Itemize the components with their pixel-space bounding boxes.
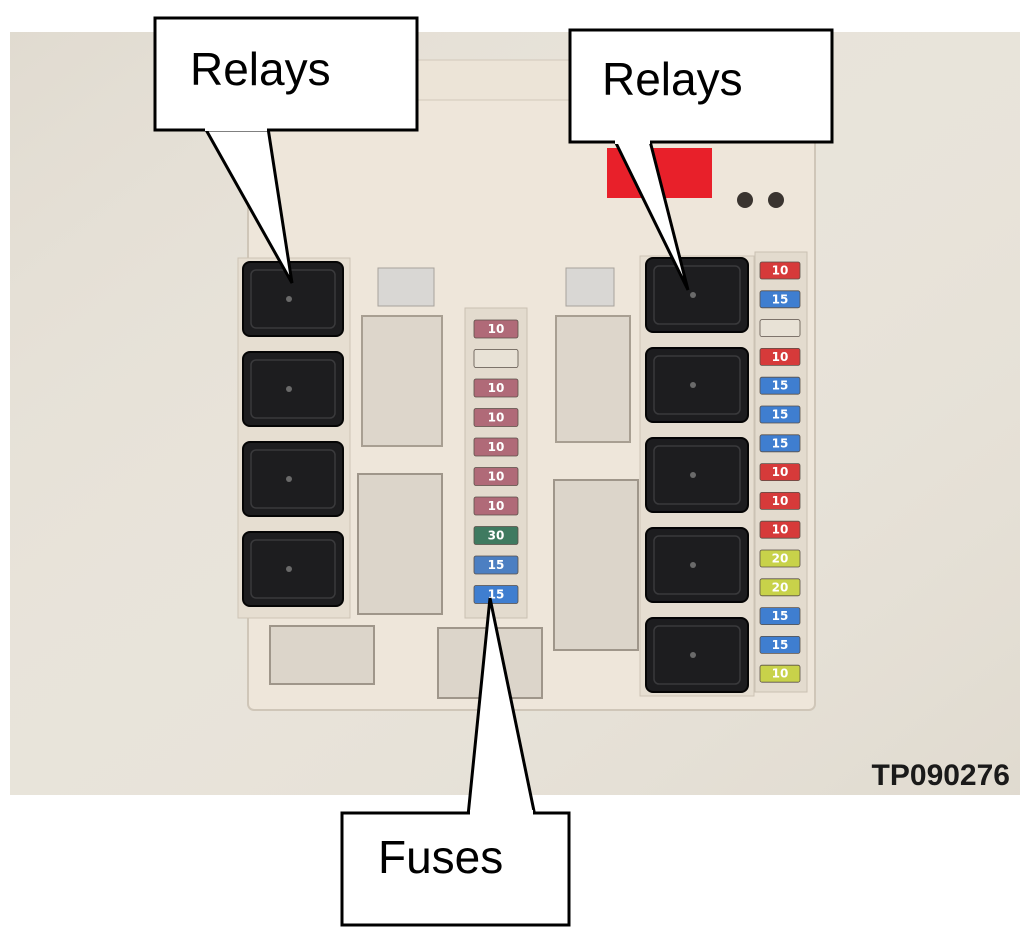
relay <box>242 261 344 337</box>
fuse-rating: 10 <box>772 494 789 508</box>
relay <box>645 617 749 693</box>
relay <box>645 527 749 603</box>
connector-socket <box>553 479 639 651</box>
fuse-rating: 20 <box>772 580 789 594</box>
relay <box>645 347 749 423</box>
fuse: 10 <box>759 664 801 683</box>
callout-relays-right: Relays <box>568 28 834 291</box>
fuse-rating: 15 <box>772 292 789 306</box>
fuse: 15 <box>759 607 801 625</box>
callout-box <box>340 811 571 927</box>
relay <box>242 441 344 517</box>
connector-socket <box>357 473 443 615</box>
fuse-rating: 10 <box>488 470 505 484</box>
callout-box <box>153 16 419 132</box>
connector-socket <box>555 315 631 443</box>
fuse: 10 <box>473 408 519 427</box>
fuse: 15 <box>473 555 519 575</box>
fuse-rating: 15 <box>488 558 505 572</box>
fuse-rating: 10 <box>488 440 505 454</box>
fuse: 15 <box>759 290 801 309</box>
fuse: 15 <box>759 434 801 453</box>
fuse-rating: 15 <box>772 436 789 450</box>
fuse-rating: 10 <box>488 381 505 395</box>
fuse: 10 <box>473 496 519 516</box>
fuse: 15 <box>759 636 801 654</box>
fuse-rating: 10 <box>772 523 789 537</box>
fuse: 10 <box>759 491 801 510</box>
fuse-rating: 10 <box>772 465 789 479</box>
screw-hole <box>737 192 753 208</box>
connector <box>565 267 615 307</box>
fuse-rating: 15 <box>772 379 789 393</box>
connector-socket <box>269 625 375 685</box>
fuse-rating: 10 <box>488 322 505 336</box>
fuse-rating: 15 <box>772 408 789 422</box>
fuse: 10 <box>473 437 519 457</box>
fuse-rating: 15 <box>488 588 505 602</box>
fuse <box>473 349 519 368</box>
relay <box>645 437 749 513</box>
callout-label: Relays <box>190 43 331 95</box>
fuse: 20 <box>759 549 801 568</box>
connector <box>377 267 435 307</box>
fuse: 15 <box>759 376 801 395</box>
fuse: 15 <box>473 585 519 604</box>
screw-hole <box>768 192 784 208</box>
fuse-rating: 15 <box>772 638 789 652</box>
fuse: 10 <box>473 467 519 486</box>
callout-label: Fuses <box>378 831 503 883</box>
fuse-rating: 10 <box>772 264 789 278</box>
fuse <box>759 319 801 338</box>
fuse: 10 <box>759 463 801 482</box>
fuse: 10 <box>473 378 519 398</box>
fuse-rating: 10 <box>488 411 505 425</box>
fuse-rating: 15 <box>772 609 789 623</box>
fuse-rating: 20 <box>772 552 789 566</box>
fuse: 30 <box>473 526 519 545</box>
fuse: 10 <box>759 261 801 280</box>
fuse: 10 <box>759 520 801 539</box>
connector-socket <box>361 315 443 447</box>
relay <box>242 531 344 607</box>
relay <box>645 257 749 333</box>
fuse-rating: 10 <box>772 350 789 364</box>
fuse-rating: 10 <box>772 667 789 681</box>
callout-fuses: Fuses <box>340 597 571 927</box>
fuse: 20 <box>759 578 801 597</box>
callout-label: Relays <box>602 53 743 105</box>
callout-box <box>568 28 834 144</box>
fuse-rating: 30 <box>488 529 505 543</box>
fuse: 10 <box>759 347 801 366</box>
fuse: 15 <box>759 405 801 424</box>
figure-id: TP090276 <box>872 759 1010 792</box>
callout-relays-left: Relays <box>153 16 419 284</box>
fuse: 10 <box>473 319 519 339</box>
fuse-rating: 10 <box>488 499 505 513</box>
relay <box>242 351 344 427</box>
